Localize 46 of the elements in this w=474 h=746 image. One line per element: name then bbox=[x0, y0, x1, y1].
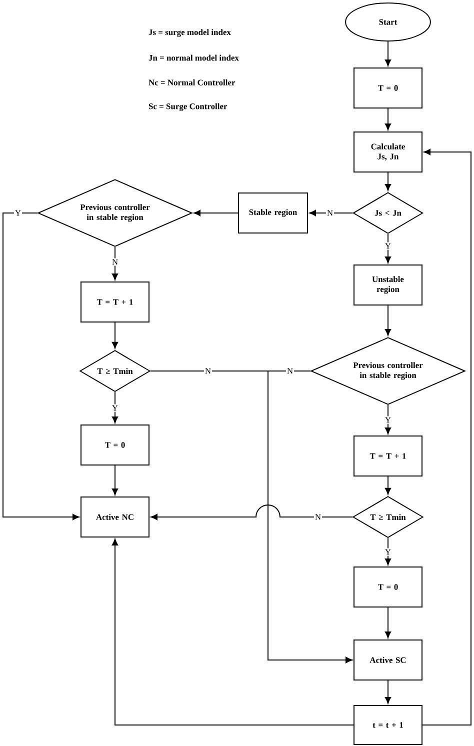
process-box: t = t + 1 bbox=[354, 705, 422, 745]
process-box: Calculate Js, Jn bbox=[354, 132, 422, 172]
process-box: Active SC bbox=[354, 640, 422, 680]
process-box: Unstable region bbox=[354, 264, 422, 306]
process-box: T = T + 1 bbox=[354, 436, 422, 476]
edge-label: N bbox=[110, 258, 120, 266]
arrow bbox=[422, 148, 472, 726]
edge-label: N bbox=[326, 209, 334, 217]
arrow bbox=[150, 504, 353, 520]
edge-label: N bbox=[314, 513, 322, 521]
arrow bbox=[384, 305, 392, 336]
arrow bbox=[384, 538, 392, 566]
note-text: Jn = normal model index bbox=[148, 54, 239, 61]
process-box: Stable region bbox=[238, 192, 308, 234]
note-text: Sc = Surge Controller bbox=[148, 103, 228, 111]
arrow bbox=[2, 212, 80, 520]
edge-label: Y bbox=[384, 548, 392, 556]
process-box: T = 0 bbox=[80, 424, 150, 466]
process-box: T = T + 1 bbox=[80, 282, 150, 322]
process-box: Active NC bbox=[80, 496, 150, 538]
arrow bbox=[384, 41, 392, 66]
arrow bbox=[384, 108, 392, 130]
arrow bbox=[384, 680, 392, 704]
arrow bbox=[384, 607, 392, 638]
note-text: Nc = Normal Controller bbox=[148, 79, 236, 86]
arrow bbox=[268, 370, 352, 664]
arrow bbox=[384, 476, 392, 495]
arrow bbox=[112, 392, 118, 424]
edge-label: N bbox=[204, 367, 212, 375]
edge-label: N bbox=[286, 367, 294, 375]
process-box: T = 0 bbox=[354, 566, 422, 608]
arrow bbox=[112, 465, 118, 496]
arrow bbox=[384, 404, 392, 434]
edge-label: Y bbox=[384, 242, 392, 250]
process-box: T = 0 bbox=[354, 68, 422, 108]
arrow bbox=[112, 538, 354, 726]
arrow bbox=[384, 172, 392, 191]
note-text: Js = surge model index bbox=[148, 29, 231, 37]
edge-label: Y bbox=[14, 209, 22, 217]
arrow bbox=[309, 210, 354, 216]
edge-label: Y bbox=[384, 416, 392, 424]
arrow bbox=[194, 210, 238, 216]
arrow bbox=[112, 322, 118, 349]
arrow bbox=[384, 233, 392, 264]
arrow bbox=[112, 246, 118, 280]
edge-label: Y bbox=[110, 404, 120, 412]
